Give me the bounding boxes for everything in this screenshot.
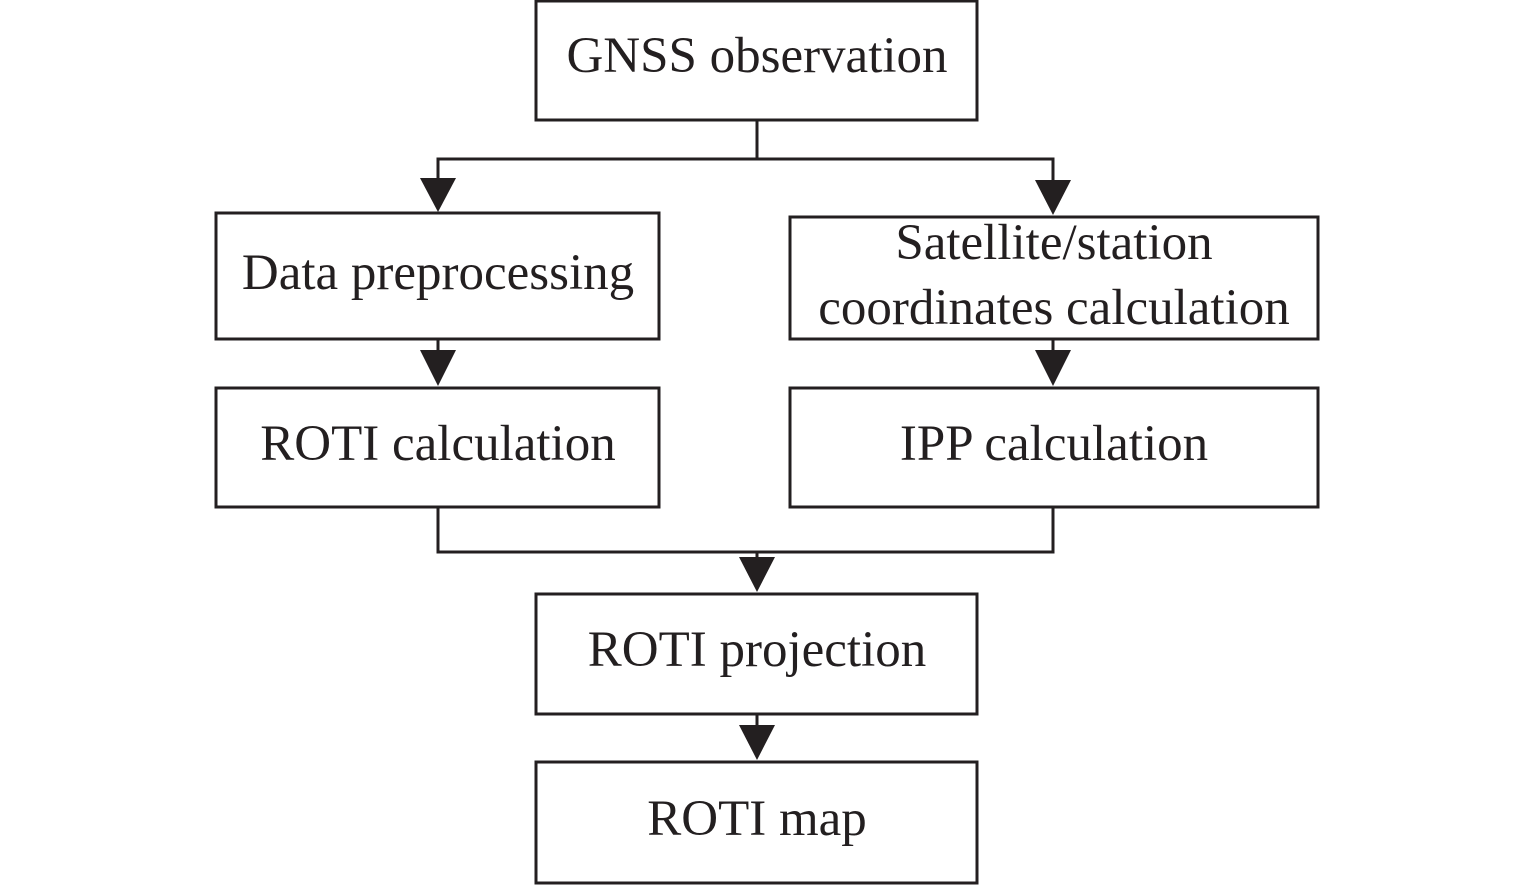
arrowhead-to-data-preprocessing bbox=[420, 178, 456, 212]
label-gnss-observation: GNSS observation bbox=[566, 28, 947, 84]
connectors bbox=[436, 120, 1055, 727]
arrowhead-to-ipp-calculation bbox=[1035, 350, 1071, 386]
arrowhead-to-roti-calculation bbox=[420, 350, 456, 386]
node-data-preprocessing: Data preprocessing bbox=[214, 211, 661, 341]
connector-gnss-split bbox=[436, 120, 759, 180]
connector-roti-calc-merge bbox=[436, 508, 1055, 554]
label-ipp-calculation: IPP calculation bbox=[900, 416, 1208, 472]
label-roti-map: ROTI map bbox=[647, 791, 867, 847]
node-roti-calculation: ROTI calculation bbox=[214, 386, 661, 509]
node-ipp-calculation: IPP calculation bbox=[788, 386, 1320, 509]
label-satellite-station-line1: Satellite/station bbox=[895, 215, 1212, 271]
label-roti-calculation: ROTI calculation bbox=[260, 416, 615, 472]
node-roti-map: ROTI map bbox=[534, 760, 979, 885]
label-roti-projection: ROTI projection bbox=[588, 622, 927, 678]
node-satellite-station-coordinates: Satellite/station coordinates calculatio… bbox=[788, 215, 1320, 341]
node-gnss-observation: GNSS observation bbox=[534, 0, 979, 122]
arrowhead-to-roti-map bbox=[739, 725, 775, 760]
arrowhead-to-satellite-station bbox=[1035, 180, 1071, 215]
node-roti-projection: ROTI projection bbox=[534, 592, 979, 716]
label-satellite-station-line2: coordinates calculation bbox=[818, 280, 1290, 336]
arrowheads bbox=[420, 178, 1071, 760]
arrowhead-to-roti-projection bbox=[739, 557, 775, 592]
connector-gnss-to-satellite bbox=[757, 157, 1055, 182]
label-data-preprocessing: Data preprocessing bbox=[242, 245, 634, 301]
